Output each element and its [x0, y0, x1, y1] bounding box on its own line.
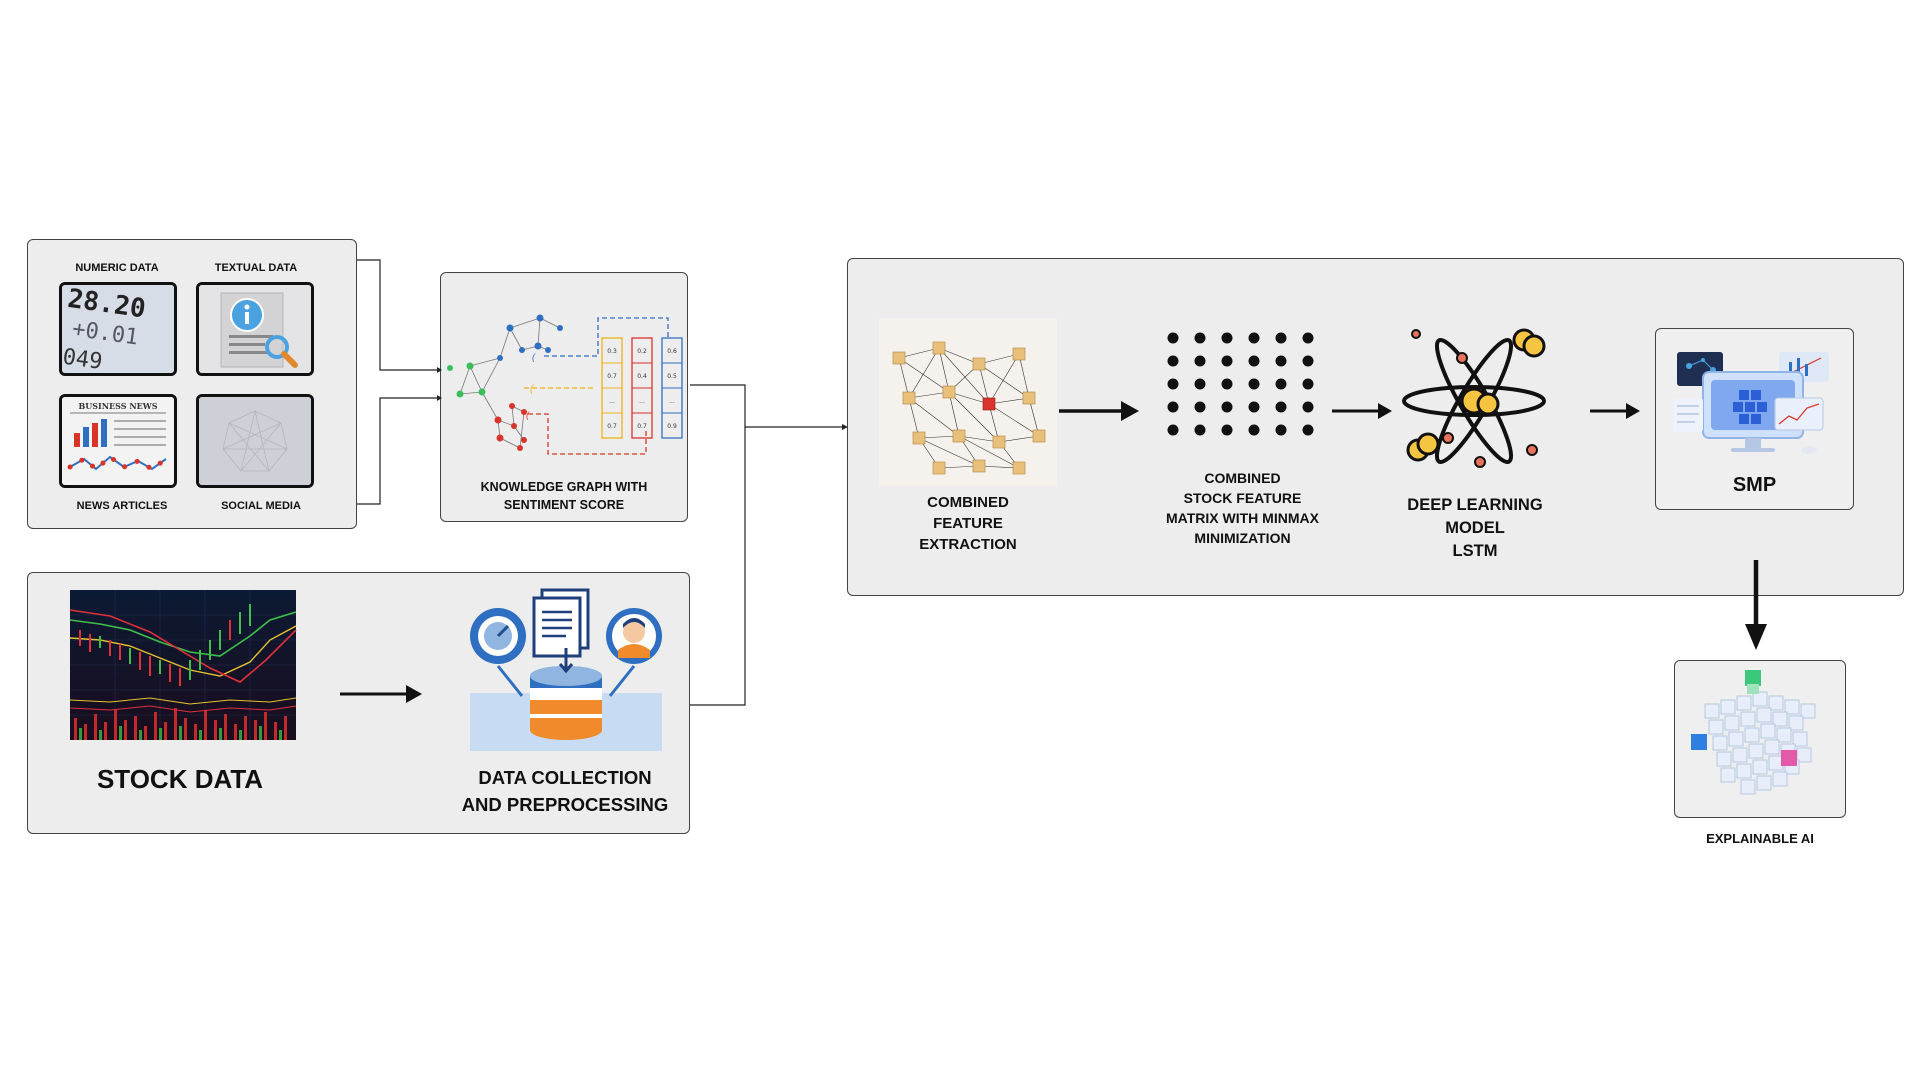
- score-c1-r3: ...: [609, 398, 615, 405]
- social-media-tile: [196, 394, 314, 488]
- smp-label: SMP: [1732, 474, 1777, 496]
- arrow-matrix-to-model: [1332, 403, 1392, 419]
- news-articles-tile: BUSINESS NEWS: [59, 394, 177, 488]
- social-media-label: SOCIAL MEDIA: [221, 500, 301, 512]
- deep-learning-label-line1: DEEP LEARNING: [1407, 496, 1543, 514]
- data-collection-label-line2: AND PREPROCESSING: [461, 794, 669, 815]
- textual-data-label: TEXTUAL DATA: [214, 262, 298, 274]
- svg-text:(: (: [526, 410, 530, 420]
- score-c3-r4: 0.9: [667, 423, 677, 430]
- network-web-icon: [199, 397, 311, 485]
- feature-extraction-label-line3: EXTRACTION: [919, 536, 1017, 553]
- svg-text:(: (: [532, 352, 536, 362]
- score-c1-r1: 0.3: [607, 348, 617, 355]
- deep-learning-label-line2: MODEL: [1445, 519, 1505, 537]
- stock-data-title: STOCK DATA: [96, 764, 264, 794]
- deep-learning-label: DEEP LEARNING MODEL LSTM: [1380, 494, 1570, 563]
- score-c1-r2: 0.7: [607, 373, 617, 380]
- svg-text:(: (: [530, 384, 535, 395]
- score-c2-r2: 0.4: [637, 373, 647, 380]
- knowledge-graph-diagram: ( ( ( 0.3 0.7 ... 0.7 0.2 0.4 ... 0.7 0.…: [447, 314, 683, 455]
- numeric-digits-3: 049: [61, 345, 104, 375]
- data-collection-label-line1: DATA COLLECTION: [478, 767, 652, 788]
- smp-monitor-icon: [1673, 352, 1829, 454]
- feature-extraction-label-line2: FEATURE: [933, 515, 1003, 532]
- score-c2-r1: 0.2: [637, 348, 647, 355]
- numeric-data-tile: 28.20 +0.01 049: [59, 282, 177, 376]
- knowledge-graph-panel: [440, 272, 688, 522]
- feature-matrix-label: COMBINED STOCK FEATURE MATRIX WITH MINMA…: [1140, 468, 1345, 548]
- score-c2-r3: ...: [639, 398, 645, 405]
- feature-matrix-label-line1: COMBINED: [1204, 470, 1281, 486]
- feature-extraction-label: COMBINED FEATURE EXTRACTION: [879, 492, 1057, 555]
- document-search-icon: [199, 285, 311, 373]
- stock-chart-image: [69, 590, 297, 740]
- explainable-ai-cube-icon: [1691, 670, 1816, 795]
- feature-matrix-label-line2: STOCK FEATURE: [1183, 490, 1302, 506]
- score-c3-r2: 0.5: [667, 373, 677, 380]
- news-articles-label: NEWS ARTICLES: [76, 500, 168, 512]
- arrow-feature-to-matrix: [1059, 401, 1139, 421]
- arrow-stock-to-preprocessing: [340, 685, 422, 703]
- database-collection-icon: [470, 588, 662, 751]
- arrow-smp-to-xai: [1745, 560, 1767, 650]
- data-collection-label: DATA COLLECTION AND PREPROCESSING: [440, 764, 690, 818]
- numeric-data-image: 28.20 +0.01 049: [62, 285, 174, 373]
- newspaper-heading: BUSINESS NEWS: [78, 401, 157, 411]
- feature-extraction-image: [879, 318, 1057, 486]
- feature-extraction-label-line1: COMBINED: [927, 494, 1009, 511]
- knowledge-graph-label-line1: KNOWLEDGE GRAPH WITH: [480, 480, 648, 494]
- textual-data-tile: [196, 282, 314, 376]
- score-c2-r4: 0.7: [637, 423, 647, 430]
- arrow-model-to-smp: [1590, 403, 1640, 419]
- score-c3-r3: ...: [669, 398, 675, 405]
- numeric-data-label: NUMERIC DATA: [75, 262, 159, 274]
- score-c3-r1: 0.6: [667, 348, 677, 355]
- knowledge-graph-label-line2: SENTIMENT SCORE: [503, 498, 625, 512]
- deep-learning-label-line3: LSTM: [1452, 542, 1498, 560]
- knowledge-graph-label: KNOWLEDGE GRAPH WITH SENTIMENT SCORE: [455, 478, 673, 514]
- feature-matrix-label-line4: MINIMIZATION: [1194, 530, 1291, 546]
- explainable-ai-label: EXPLAINABLE AI: [1706, 831, 1814, 846]
- feature-matrix-dots: [1167, 332, 1314, 436]
- feature-matrix-label-line3: MATRIX WITH MINMAX: [1166, 510, 1319, 526]
- score-c1-r4: 0.7: [607, 423, 617, 430]
- deep-learning-atom-icon: [1402, 328, 1546, 468]
- newspaper-icon: BUSINESS NEWS: [62, 397, 174, 485]
